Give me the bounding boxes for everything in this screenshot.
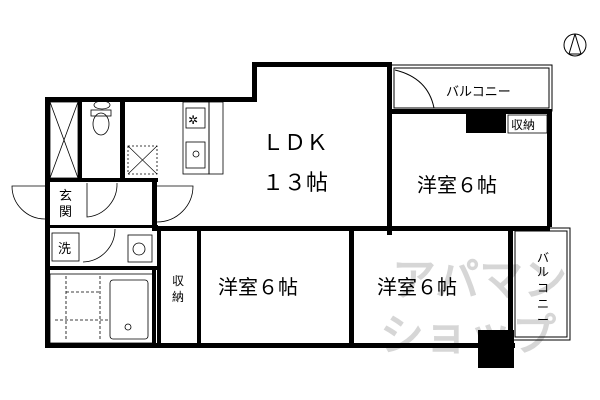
western-room-s1-label: 洋室６帖 xyxy=(218,275,298,299)
balcony-right-label: バ ル コ ニ ー xyxy=(537,251,549,327)
svg-text:ル: ル xyxy=(537,265,549,279)
western-room-s2-label: 洋室６帖 xyxy=(377,275,457,299)
toilet-icon xyxy=(90,100,112,136)
washer-label: 洗 xyxy=(58,242,71,257)
storage-center-label-1: 収 xyxy=(172,274,184,288)
entrance-door xyxy=(11,182,194,223)
walls xyxy=(45,62,552,368)
stove-icon: ✲ xyxy=(188,113,198,127)
svg-text:コ: コ xyxy=(537,281,549,295)
storage-ne xyxy=(507,114,548,134)
svg-text:ショップ: ショップ xyxy=(380,310,556,361)
svg-text:アパマン: アパマン xyxy=(392,255,567,306)
washroom xyxy=(51,228,153,263)
storage-center-label-2: 納 xyxy=(172,290,184,304)
storage-ne-label: 収納 xyxy=(511,118,535,132)
svg-text:ニ: ニ xyxy=(537,297,549,311)
fridge-space-cross xyxy=(127,145,158,175)
entrance-label-2: 関 xyxy=(59,205,72,220)
kitchen-counter xyxy=(182,101,224,175)
compass-icon xyxy=(563,33,587,57)
ldk-label-2: １３帖 xyxy=(262,171,328,196)
closet-unit xyxy=(49,101,79,179)
fridge-space xyxy=(127,145,158,175)
svg-text:バ: バ xyxy=(537,251,549,265)
balcony-top-label: バルコニー xyxy=(446,85,511,100)
entrance-label-1: 玄 xyxy=(59,189,72,204)
ldk-label-1: ＬＤＫ xyxy=(262,131,328,156)
watermark: アパマン ショップ xyxy=(380,255,567,361)
svg-text:ー: ー xyxy=(537,313,549,327)
bathroom xyxy=(49,273,154,344)
western-room-ne-label: 洋室６帖 xyxy=(417,173,497,197)
